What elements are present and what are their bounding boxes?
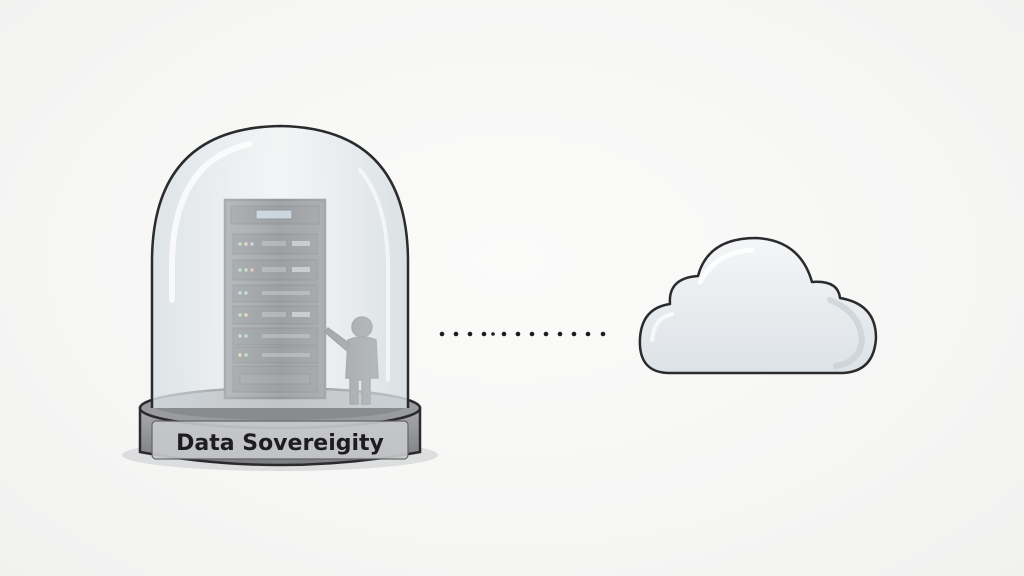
- base-label: Data Sovereigity: [176, 431, 384, 456]
- glass-dome: [152, 126, 408, 408]
- cloud-icon: [640, 238, 876, 373]
- dotted-connector: [440, 332, 606, 337]
